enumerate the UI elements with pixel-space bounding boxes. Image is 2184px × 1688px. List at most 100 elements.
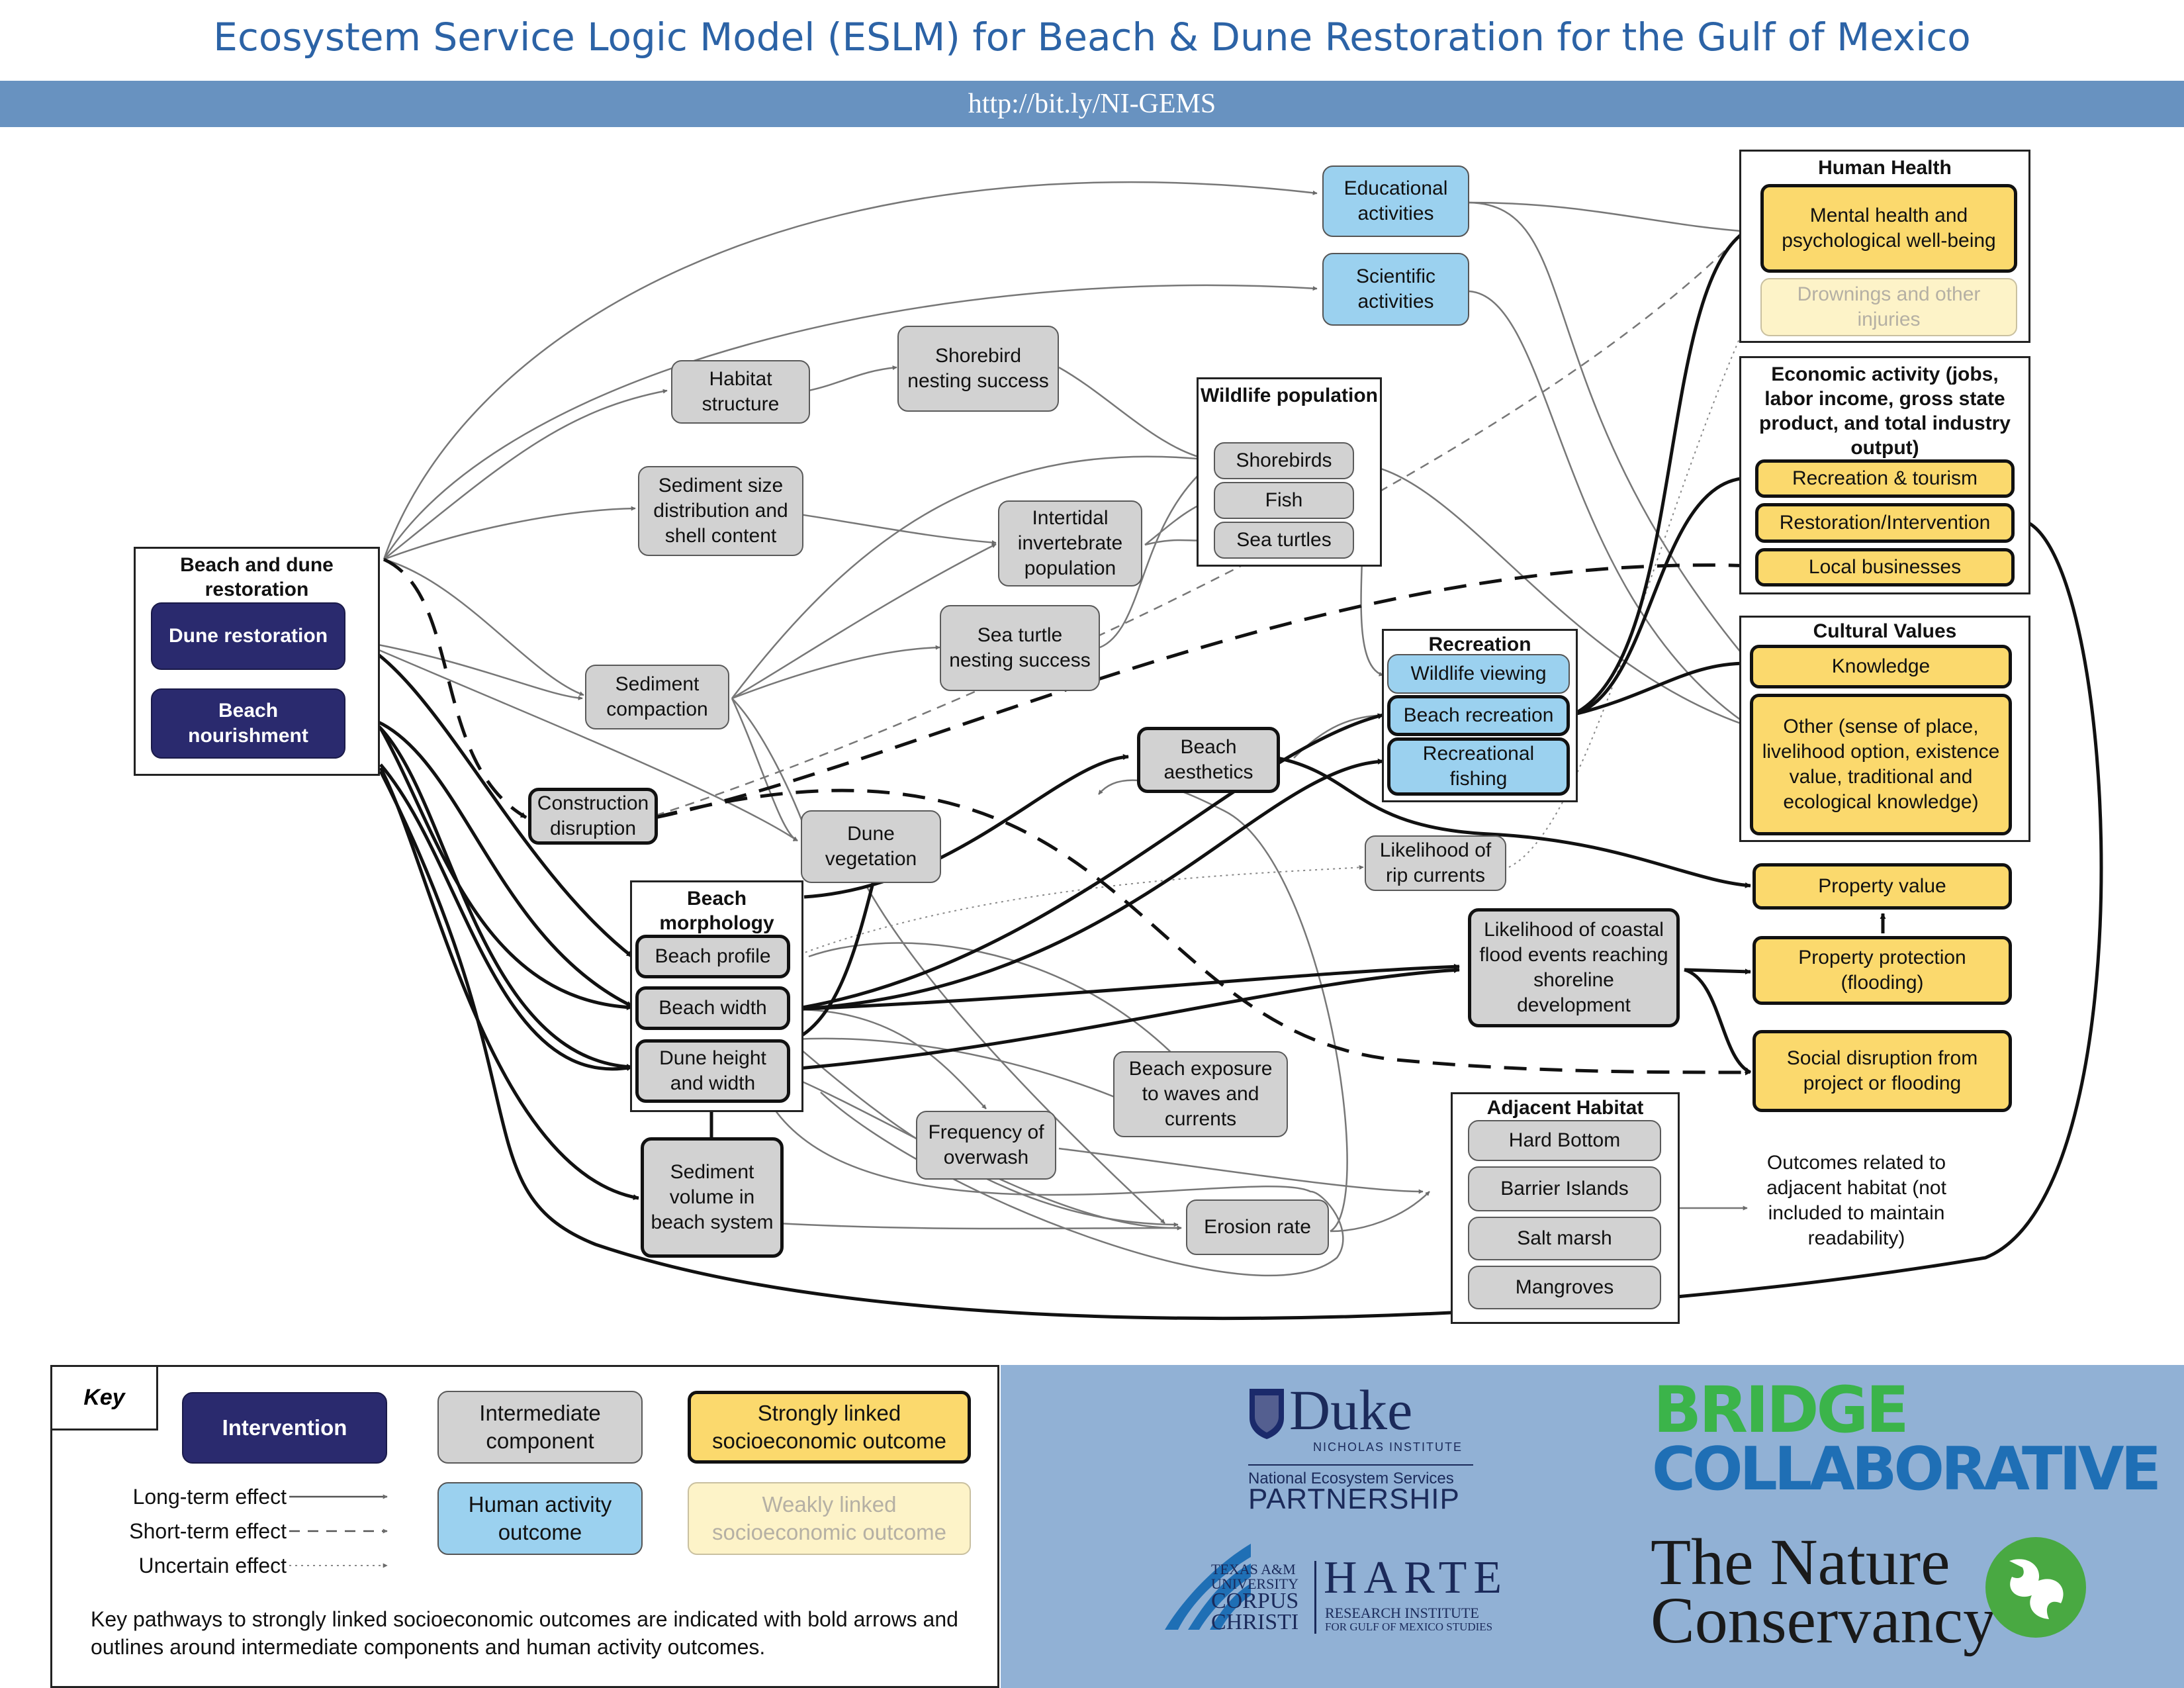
url-link[interactable]: http://bit.ly/NI-GEMS xyxy=(968,89,1216,119)
bridge-line1: BRIDGE xyxy=(1653,1373,1909,1447)
harte-divider xyxy=(1314,1561,1316,1634)
barrier-islands-node[interactable]: Barrier Islands xyxy=(1468,1166,1661,1211)
wildlife-group-title: Wildlife population xyxy=(1200,385,1379,406)
intertidal-node[interactable]: Intertidal invertebrate population xyxy=(998,500,1142,586)
arrow-thin xyxy=(383,558,584,696)
page-title: Ecosystem Service Logic Model (ESLM) for… xyxy=(213,15,1971,60)
adjacent-habitat-note: Outcomes related to adjacent habitat (no… xyxy=(1766,1152,1946,1249)
sediment-size-node[interactable]: Sediment size distribution and shell con… xyxy=(638,466,803,556)
drownings-node[interactable]: Drownings and other injuries xyxy=(1760,278,2017,336)
beach-aesthetics-node[interactable]: Beach aesthetics xyxy=(1137,727,1280,793)
rip-currents-node[interactable]: Likelihood of rip currents xyxy=(1365,835,1506,891)
arrow-bold xyxy=(379,517,2103,1321)
islander-logo-icon xyxy=(1165,1544,1251,1630)
beach-nourishment-node[interactable]: Beach nourishment xyxy=(151,688,345,759)
arrow-bold xyxy=(1570,226,1752,717)
dune-vegetation-node[interactable]: Dune vegetation xyxy=(801,810,941,883)
other-cultural-node[interactable]: Other (sense of place, livelihood option… xyxy=(1750,694,2012,835)
arrow-thin xyxy=(357,639,798,842)
tamu-line3: CORPUS xyxy=(1211,1589,1299,1613)
arrow-bold xyxy=(787,880,876,1045)
arrow-thin xyxy=(1058,366,1212,462)
key-line-samples xyxy=(289,1494,388,1568)
recreation-tourism-node[interactable]: Recreation & tourism xyxy=(1755,459,2015,498)
arrow-bold xyxy=(790,713,1384,1011)
arrow-dashed-bold xyxy=(655,563,1754,820)
tamu-line1: TEXAS A&M xyxy=(1211,1561,1296,1577)
key-title: Key xyxy=(52,1367,158,1430)
key-short-term-label: Short-term effect xyxy=(129,1519,287,1543)
tnc-leaf-icon xyxy=(1985,1537,2086,1638)
sea-turtles-node[interactable]: Sea turtles xyxy=(1214,522,1354,559)
arrow-dashed-bold xyxy=(655,788,1751,1076)
dune-height-node[interactable]: Dune height and width xyxy=(635,1039,790,1103)
frequency-overwash-node[interactable]: Frequency of overwash xyxy=(916,1111,1056,1180)
bridge-line2: COLLABORATIVE xyxy=(1652,1434,2161,1504)
arrow-thin xyxy=(1349,462,1751,728)
arrow-thin xyxy=(766,1092,1344,1277)
tamu-line4: CHRISTI xyxy=(1211,1610,1299,1634)
tnc-line1: The Nature xyxy=(1651,1525,1950,1599)
human-health-group-title: Human Health xyxy=(1818,157,1952,179)
arrow-thin xyxy=(383,181,1318,560)
shorebird-nesting-node[interactable]: Shorebird nesting success xyxy=(897,326,1059,412)
arrow-thin xyxy=(1099,463,1212,649)
beach-profile-node[interactable]: Beach profile xyxy=(635,935,790,978)
sea-turtle-nesting-node[interactable]: Sea turtle nesting success xyxy=(940,605,1100,691)
beach-exposure-node[interactable]: Beach exposure to waves and currents xyxy=(1113,1051,1288,1137)
duke-institute: NICHOLAS INSTITUTE xyxy=(1313,1440,1463,1454)
arrow-thin xyxy=(383,506,636,561)
key-uncertain-label: Uncertain effect xyxy=(138,1554,287,1577)
mangroves-node[interactable]: Mangroves xyxy=(1468,1266,1661,1309)
erosion-rate-node[interactable]: Erosion rate xyxy=(1186,1199,1329,1255)
arrow-dashed-bold xyxy=(383,557,527,820)
url-bar: http://bit.ly/NI-GEMS xyxy=(0,81,2184,127)
key-description: Key pathways to strongly linked socioeco… xyxy=(91,1607,958,1659)
arrow-thin xyxy=(731,645,940,700)
legend-key: Key Intervention Intermediate component … xyxy=(50,1365,999,1688)
key-long-term-label: Long-term effect xyxy=(132,1485,287,1509)
arrow-bold xyxy=(379,763,633,1071)
key-intermediate: Intermediate component xyxy=(437,1391,643,1464)
construction-disruption-node[interactable]: Construction disruption xyxy=(528,788,658,845)
arrow-thin xyxy=(731,455,1212,699)
duke-name: Duke xyxy=(1289,1378,1413,1442)
cultural-group-title: Cultural Values xyxy=(1813,620,1957,642)
key-weak: Weakly linked socioeconomic outcome xyxy=(688,1482,971,1555)
nesp-line2: PARTNERSHIP xyxy=(1248,1483,1460,1515)
sediment-compaction-node[interactable]: Sediment compaction xyxy=(585,665,729,729)
arrow-thin xyxy=(1469,201,1751,234)
habitat-structure-node[interactable]: Habitat structure xyxy=(671,360,810,424)
arrow-dashed-thin xyxy=(655,228,1748,817)
social-disruption-node[interactable]: Social disruption from project or floodi… xyxy=(1752,1030,2012,1112)
local-businesses-node[interactable]: Local businesses xyxy=(1755,548,2015,586)
dune-restoration-node[interactable]: Dune restoration xyxy=(151,602,345,670)
knowledge-node[interactable]: Knowledge xyxy=(1750,645,2012,688)
arrow-thin xyxy=(383,284,1318,560)
restoration-intervention-node[interactable]: Restoration/Intervention xyxy=(1755,503,2015,543)
duke-logo: Duke NICHOLAS INSTITUTE xyxy=(1248,1378,1473,1454)
wildlife-viewing-node[interactable]: Wildlife viewing xyxy=(1387,654,1570,694)
arrow-thin xyxy=(777,1222,1182,1231)
property-value-node[interactable]: Property value xyxy=(1752,863,2012,910)
shorebirds-node[interactable]: Shorebirds xyxy=(1214,442,1354,479)
beach-recreation-node[interactable]: Beach recreation xyxy=(1387,695,1570,736)
mental-health-node[interactable]: Mental health and psychological well-bei… xyxy=(1760,184,2017,273)
arrow-bold xyxy=(790,966,1460,1071)
salt-marsh-node[interactable]: Salt marsh xyxy=(1468,1217,1661,1260)
beach-width-node[interactable]: Beach width xyxy=(635,986,790,1030)
educational-node[interactable]: Educational activities xyxy=(1322,165,1469,237)
fish-node[interactable]: Fish xyxy=(1214,482,1354,519)
coastal-flood-node[interactable]: Likelihood of coastal flood events reach… xyxy=(1468,908,1680,1027)
sediment-volume-node[interactable]: Sediment volume in beach system xyxy=(641,1137,784,1258)
scientific-node[interactable]: Scientific activities xyxy=(1322,253,1469,326)
harte-line1: RESEARCH INSTITUTE xyxy=(1325,1605,1479,1621)
hard-bottom-node[interactable]: Hard Bottom xyxy=(1468,1120,1661,1161)
arrow-bold xyxy=(1684,968,1752,1074)
recreational-fishing-node[interactable]: Recreational fishing xyxy=(1387,737,1570,796)
arrow-thin xyxy=(1058,1147,1424,1194)
arrow-thin xyxy=(808,365,897,392)
key-strong: Strongly linked socioeconomic outcome xyxy=(688,1391,971,1464)
property-protection-node[interactable]: Property protection (flooding) xyxy=(1752,936,2012,1005)
arrow-thin xyxy=(383,389,668,560)
